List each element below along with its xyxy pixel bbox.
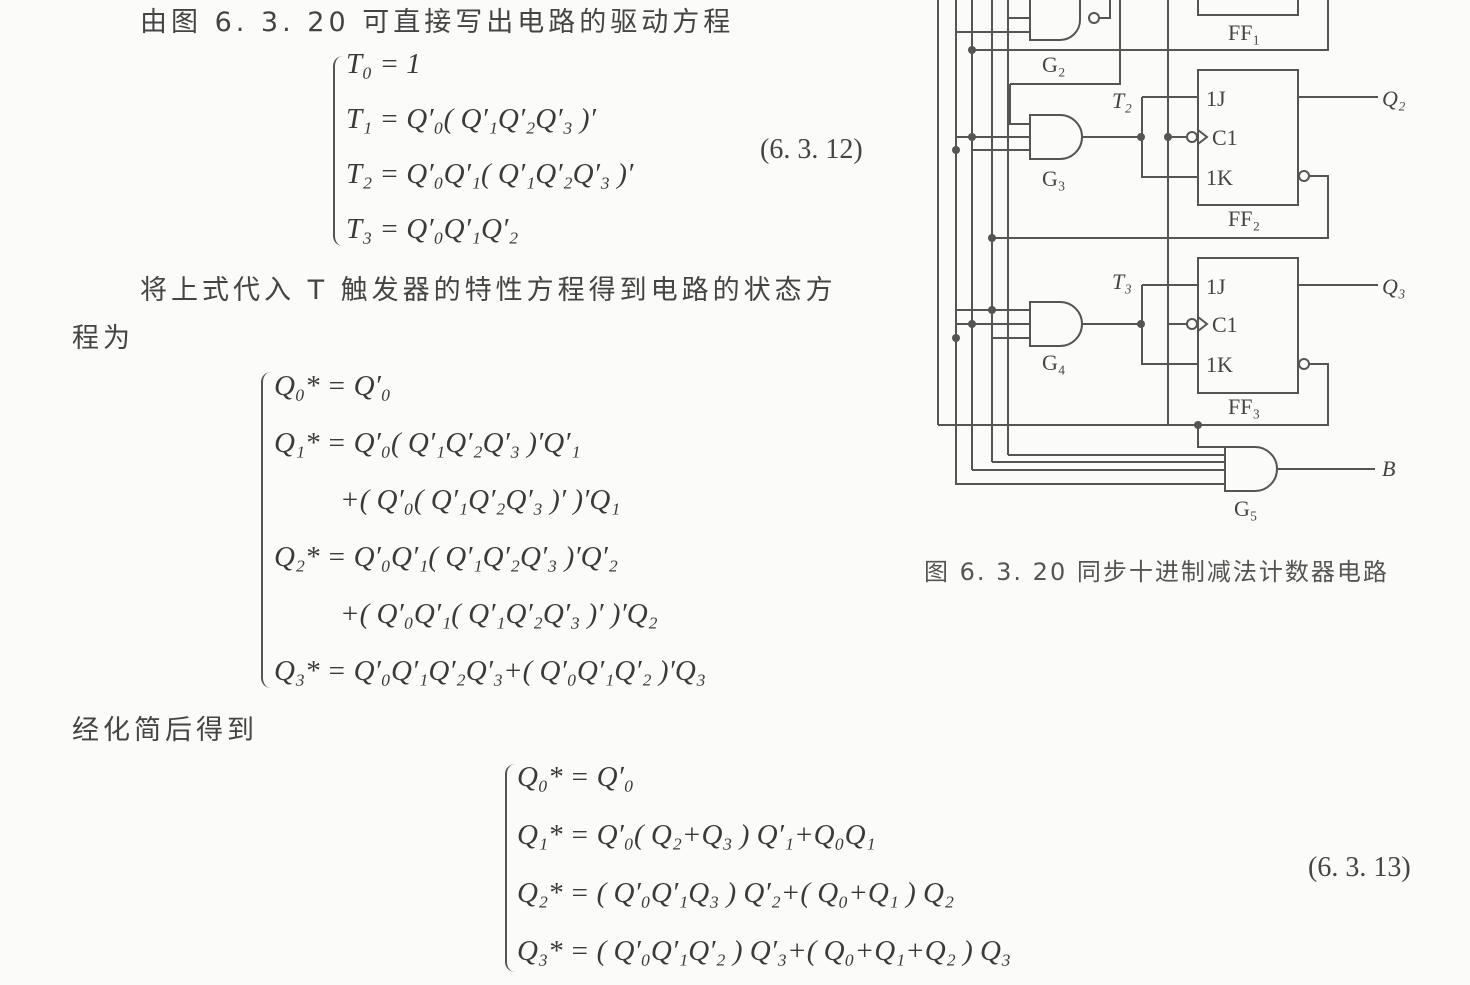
eq13-line-2: Q₁* = Q′₀( Q₂+Q₃ ) Q′₁+Q₀Q₁ bbox=[517, 819, 876, 851]
ff1-box bbox=[1197, 0, 1299, 16]
label-b: B bbox=[1382, 456, 1395, 481]
label-g2: G₂ bbox=[1042, 52, 1066, 77]
ff2-j-pin: 1J bbox=[1206, 86, 1226, 111]
ff2-feedback-wire bbox=[992, 175, 1329, 239]
state-eq-line-6: Q₃* = Q′₀Q′₁Q′₂Q′₃+( Q′₀Q′₁Q′₂ )′Q₃ bbox=[274, 655, 706, 687]
ff3-feedback-wire bbox=[938, 363, 1329, 426]
ff1-feedback-wire bbox=[972, 0, 1329, 51]
figure-caption: 图 6. 3. 20 同步十进制减法计数器电路 bbox=[924, 558, 1389, 586]
eq13-line-4: Q₃* = ( Q′₀Q′₁Q′₂ ) Q′₃+( Q₀+Q₁+Q₂ ) Q₃ bbox=[517, 935, 1012, 967]
eq12-line-1: T₀ = 1 bbox=[346, 48, 421, 80]
eq12-line-4: T₃ = Q′₀Q′₁Q′₂ bbox=[346, 213, 519, 245]
eq13-line-3: Q₂* = ( Q′₀Q′₁Q₃ ) Q′₂+( Q₀+Q₁ ) Q₂ bbox=[517, 877, 955, 909]
state-eq-line-5: +( Q′₀Q′₁( Q′₁Q′₂Q′₃ )′ )′Q₂ bbox=[340, 598, 658, 630]
gate-g3 bbox=[1029, 114, 1083, 160]
ff2-qbar-bubble bbox=[1298, 170, 1310, 182]
g2-inverter-bubble bbox=[1088, 12, 1100, 24]
label-g5: G₅ bbox=[1234, 496, 1258, 521]
eq12-line-2: T₁ = Q′₀( Q′₁Q′₂Q′₃ )′ bbox=[346, 103, 596, 135]
paragraph-2-line-1: 将上式代入 T 触发器的特性方程得到电路的状态方 bbox=[140, 275, 837, 306]
state-eq-line-1: Q₀* = Q′₀ bbox=[274, 370, 391, 402]
eq13-line-1: Q₀* = Q′₀ bbox=[517, 761, 634, 793]
eq12-number: (6. 3. 12) bbox=[760, 134, 863, 165]
eq13-number: (6. 3. 13) bbox=[1308, 852, 1411, 883]
ff3-qbar-bubble bbox=[1298, 358, 1310, 370]
t3-wire bbox=[1141, 284, 1198, 365]
ff3-clock-bubble bbox=[1186, 318, 1198, 330]
paragraph-2-line-2: 程为 bbox=[72, 323, 134, 354]
flip-flop-ff3 bbox=[1197, 257, 1299, 394]
ff3-j-pin: 1J bbox=[1206, 274, 1226, 299]
label-ff2: FF₂ bbox=[1228, 206, 1260, 231]
eq12-line-3: T₂ = Q′₀Q′₁( Q′₁Q′₂Q′₃ )′ bbox=[346, 158, 634, 190]
gate-g4 bbox=[1029, 301, 1083, 347]
ff2-clock-bubble bbox=[1186, 131, 1198, 143]
state-eq-line-4: Q₂* = Q′₀Q′₁( Q′₁Q′₂Q′₃ )′Q′₂ bbox=[274, 541, 618, 573]
label-ff1: FF₁ bbox=[1228, 20, 1260, 45]
brace-eq-6-3-13 bbox=[505, 764, 517, 972]
ff2-c-pin: C1 bbox=[1212, 125, 1238, 150]
paragraph-3: 经化简后得到 bbox=[72, 715, 258, 746]
t2-wire bbox=[1141, 96, 1198, 178]
ff2-k-pin: 1K bbox=[1206, 165, 1233, 190]
state-eq-line-3: +( Q′₀( Q′₁Q′₂Q′₃ )′ )′Q₁ bbox=[340, 484, 621, 516]
state-eq-line-2: Q₁* = Q′₀( Q′₁Q′₂Q′₃ )′Q′₁ bbox=[274, 427, 581, 459]
brace-eq-6-3-12 bbox=[333, 56, 345, 246]
label-t2: T₂ bbox=[1112, 88, 1132, 113]
paragraph-line-1: 由图 6. 3. 20 可直接写出电路的驱动方程 bbox=[140, 7, 735, 38]
label-q3: Q₃ bbox=[1382, 274, 1406, 299]
label-g4: G₄ bbox=[1042, 350, 1066, 375]
junction-dots bbox=[952, 46, 1202, 429]
flip-flop-ff2 bbox=[1197, 69, 1299, 206]
brace-state-equations bbox=[261, 372, 273, 688]
counter-circuit-diagram: FF₁ G₂ G₃ G₄ G₅ FF₂ FF₃ T₂ T₃ Q₂ Q₃ B 1J… bbox=[937, 0, 1406, 521]
ff3-k-pin: 1K bbox=[1206, 352, 1233, 377]
label-t3: T₃ bbox=[1112, 269, 1132, 294]
label-q2: Q₂ bbox=[1382, 86, 1406, 111]
gate-g5 bbox=[1224, 446, 1278, 492]
gate-g2 bbox=[1029, 0, 1081, 41]
label-g3: G₃ bbox=[1042, 166, 1066, 191]
ff3-c-pin: C1 bbox=[1212, 312, 1238, 337]
label-ff3: FF₃ bbox=[1228, 394, 1260, 419]
